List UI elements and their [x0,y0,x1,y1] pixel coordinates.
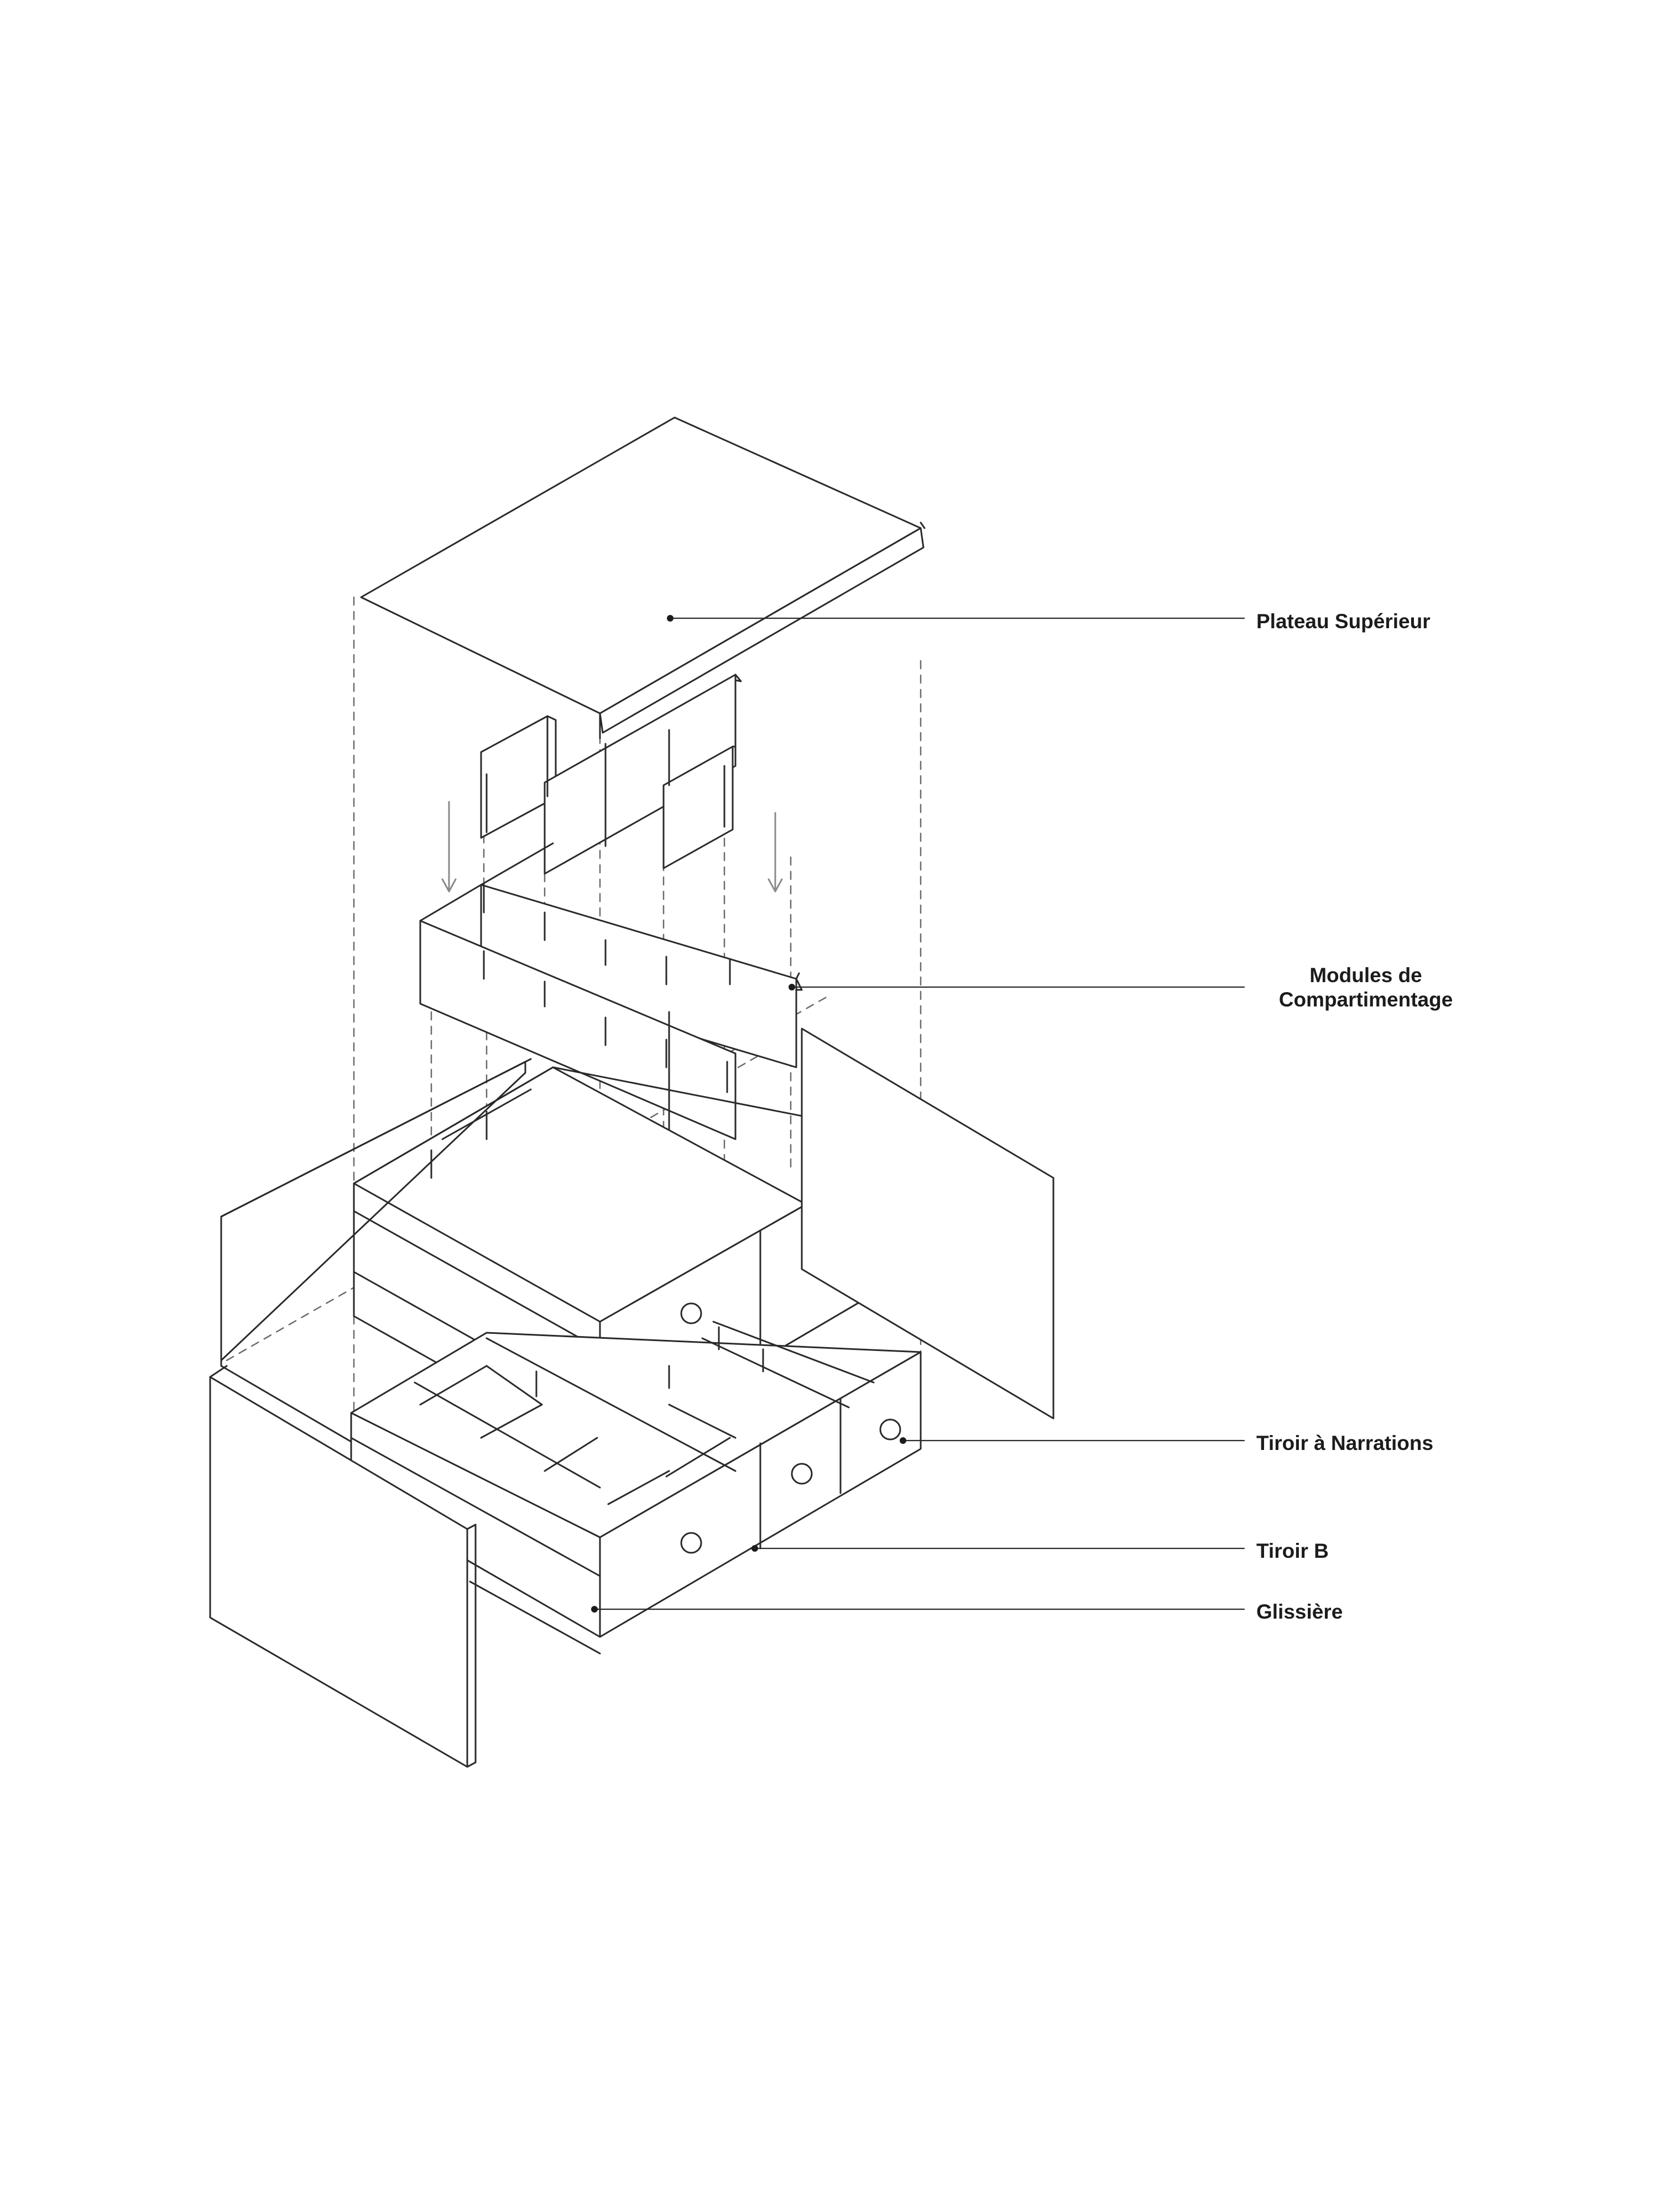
downward-arrows [441,801,783,893]
modules-compartimentage [419,842,803,1146]
side-panel-right [801,1027,1055,1420]
plateau-superieur [360,416,926,739]
label-compartimentage: Compartimentage [1278,988,1453,1011]
label-tiroir-b: Tiroir B [1256,1540,1329,1562]
callout-leaders [593,617,1245,1610]
label-plateau-superieur: Plateau Supérieur [1256,610,1431,633]
side-panel-left-back [220,1058,532,1444]
label-modules-de: Modules de [1309,964,1422,987]
upper-divider-set [480,674,742,875]
side-panel-left-front [209,1365,477,1768]
callout-dots [591,615,906,1613]
label-glissiere: Glissière [1256,1600,1343,1623]
label-tiroir-a-narrations: Tiroir à Narrations [1256,1432,1434,1454]
